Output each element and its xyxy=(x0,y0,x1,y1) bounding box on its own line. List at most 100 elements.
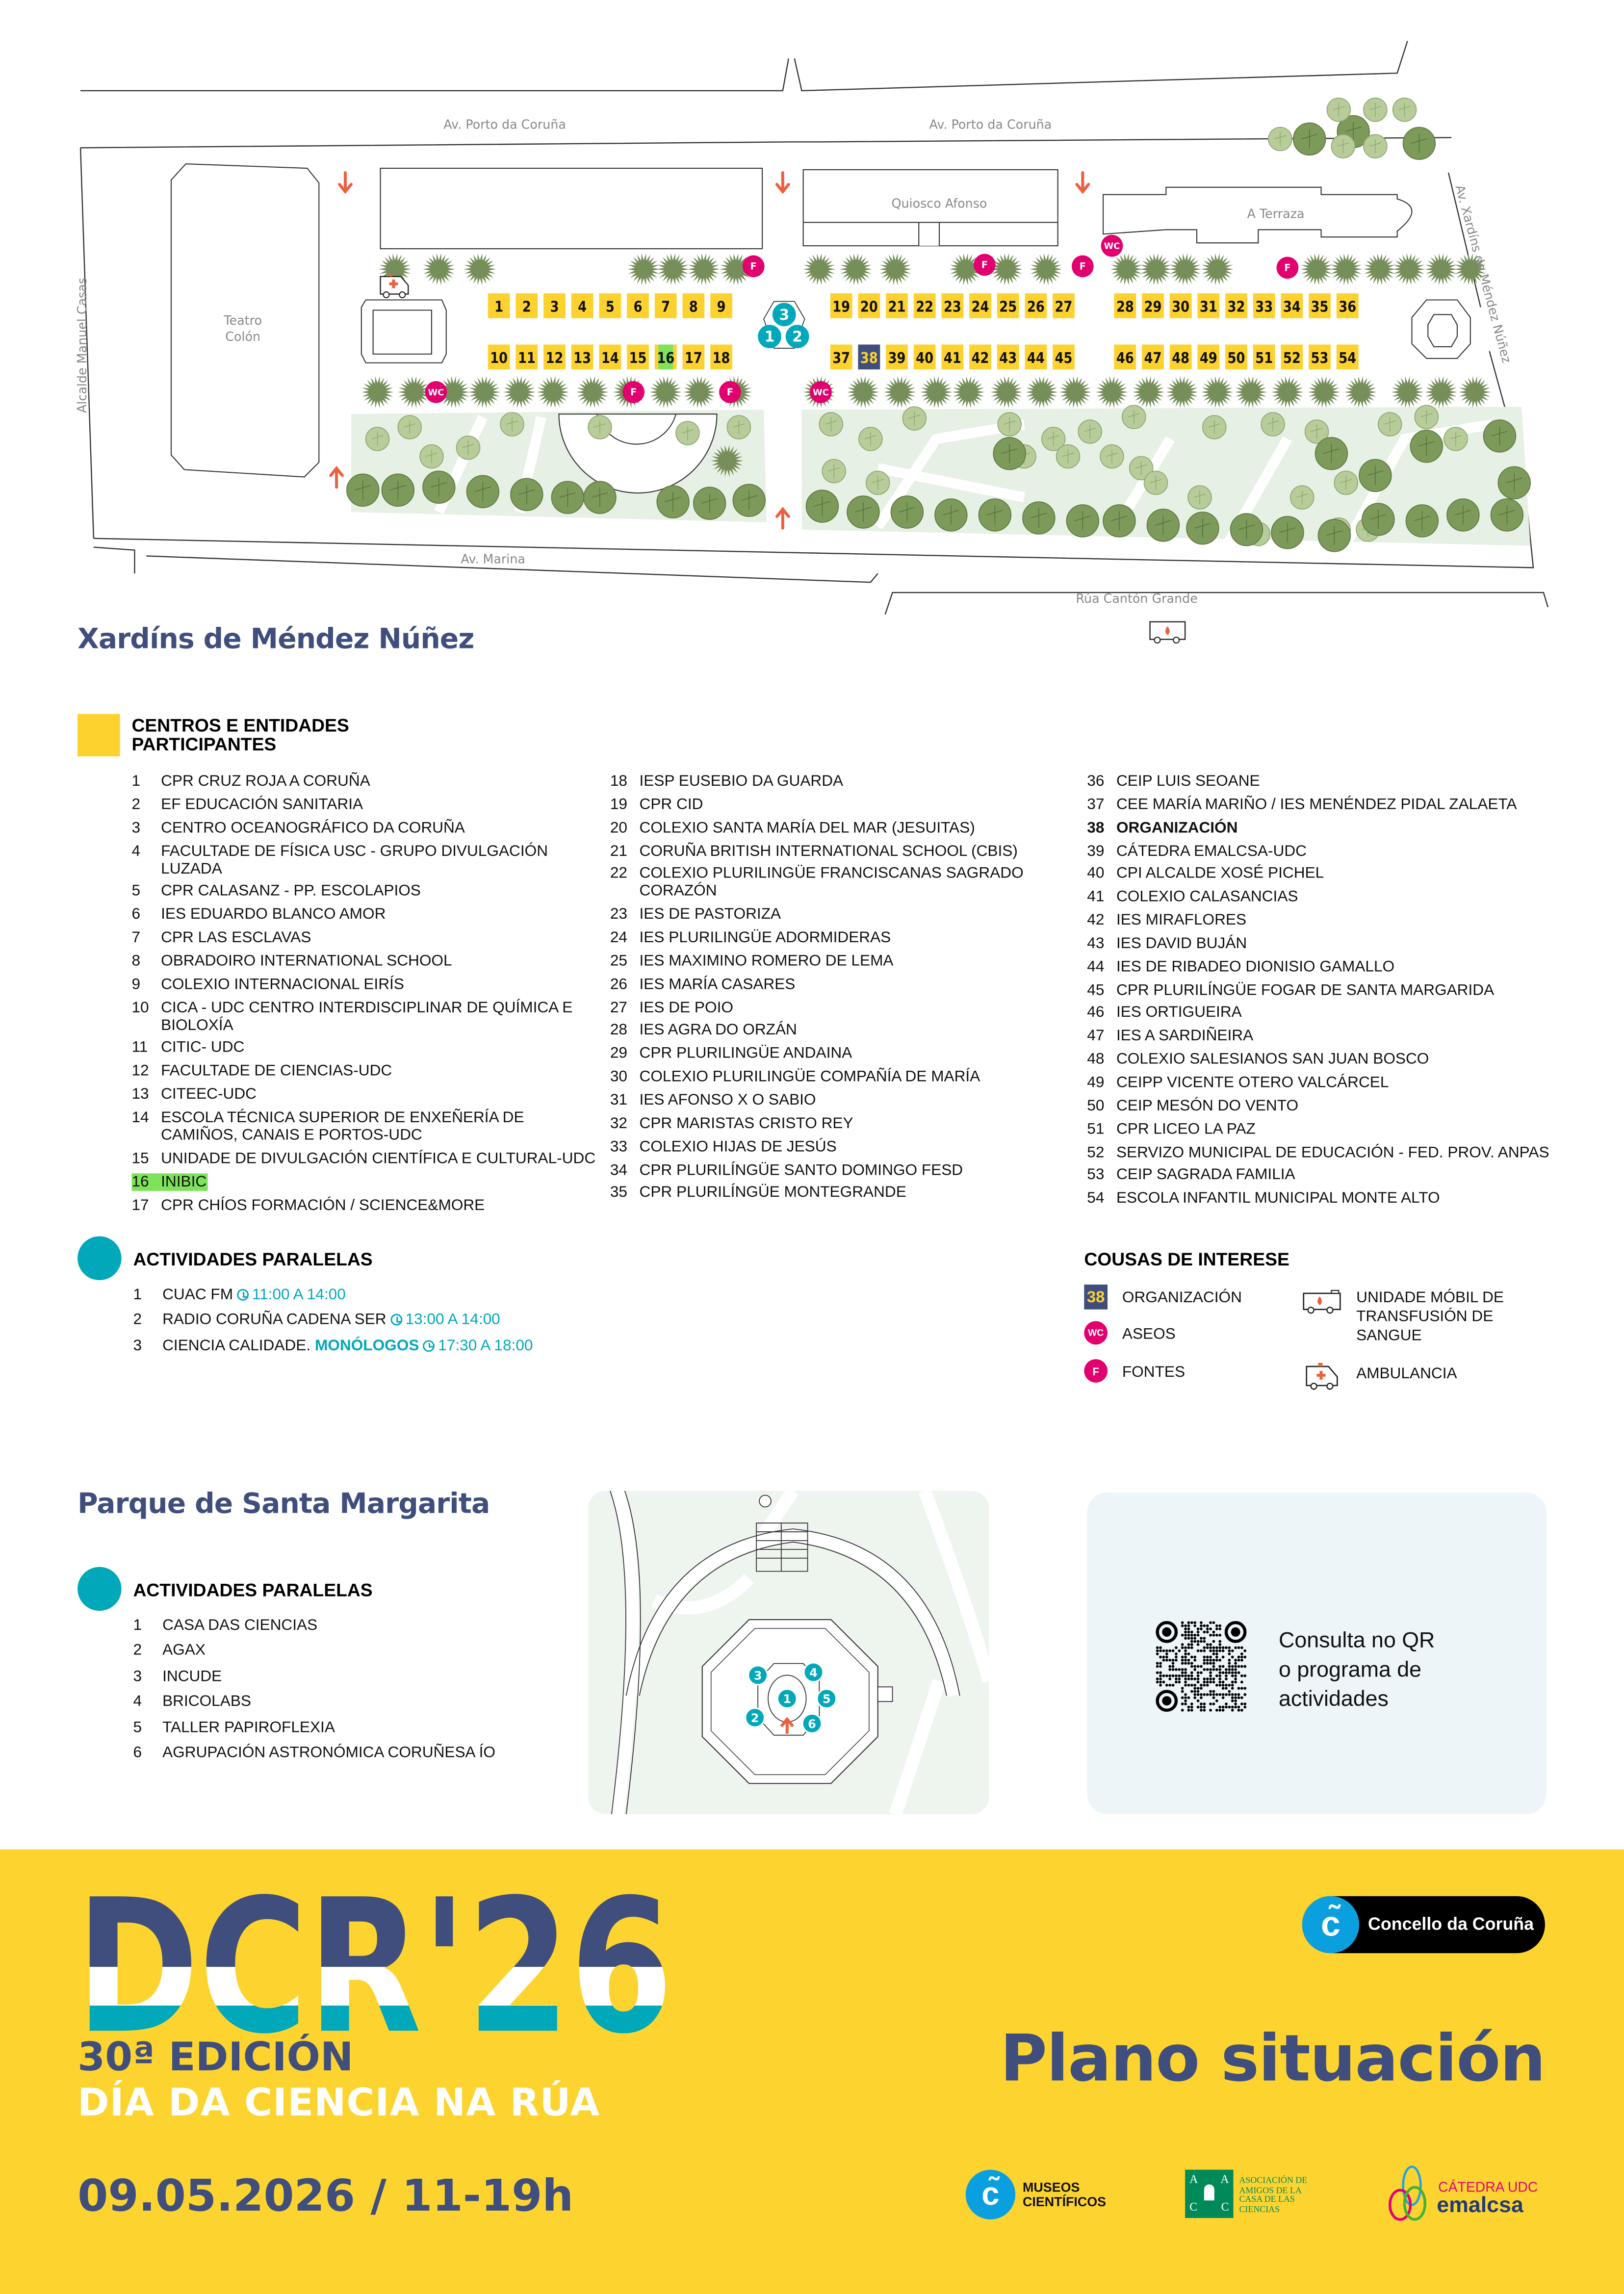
booth-52[interactable]: 52 xyxy=(1281,344,1303,370)
booth-number: 34 xyxy=(1283,298,1301,315)
booth-15[interactable]: 15 xyxy=(627,344,649,370)
wc-marker[interactable]: WC xyxy=(425,381,447,403)
booth-4[interactable]: 4 xyxy=(571,293,593,318)
booth-47[interactable]: 47 xyxy=(1142,344,1164,370)
booth-20[interactable]: 20 xyxy=(858,293,880,318)
booth-41[interactable]: 41 xyxy=(941,344,964,370)
booth-23[interactable]: 23 xyxy=(941,293,964,318)
booth-50[interactable]: 50 xyxy=(1225,344,1247,370)
booth-3[interactable]: 3 xyxy=(543,293,566,318)
wc-marker[interactable]: WC xyxy=(1101,234,1123,257)
booth-12[interactable]: 12 xyxy=(543,344,566,370)
booth-5[interactable]: 5 xyxy=(599,293,621,318)
booth-16[interactable]: 16 xyxy=(654,344,677,370)
booth-25[interactable]: 25 xyxy=(997,293,1019,318)
participant-number: 24 xyxy=(610,929,628,947)
booth-51[interactable]: 51 xyxy=(1253,344,1275,370)
booth-14[interactable]: 14 xyxy=(599,344,621,370)
booth-27[interactable]: 27 xyxy=(1053,293,1075,318)
activity-name: AGAX xyxy=(162,1642,206,1660)
logo-line: CIENTÍFICOS xyxy=(1023,2194,1107,2210)
booth-9[interactable]: 9 xyxy=(710,293,732,318)
booth-44[interactable]: 44 xyxy=(1025,344,1047,370)
activity-marker[interactable]: 4 xyxy=(803,1662,824,1683)
fountain-marker[interactable]: F xyxy=(1071,255,1094,278)
tree-icon xyxy=(675,421,700,445)
booth-8[interactable]: 8 xyxy=(682,293,705,318)
activity-marker[interactable]: 3 xyxy=(748,1665,769,1686)
booth-28[interactable]: 28 xyxy=(1114,293,1136,318)
qr-code[interactable] xyxy=(1156,1621,1247,1712)
booth-46[interactable]: 46 xyxy=(1114,344,1136,370)
booth-31[interactable]: 31 xyxy=(1197,293,1220,318)
booth-37[interactable]: 37 xyxy=(830,344,852,370)
booth-42[interactable]: 42 xyxy=(969,344,991,370)
booth-53[interactable]: 53 xyxy=(1309,344,1331,370)
booth-54[interactable]: 54 xyxy=(1336,344,1359,370)
fountain-marker[interactable]: F xyxy=(719,381,741,403)
tree-icon xyxy=(693,487,726,520)
booth-43[interactable]: 43 xyxy=(997,344,1019,370)
tree-icon xyxy=(1363,134,1388,159)
activity-marker[interactable]: 3 xyxy=(772,303,796,327)
booth-1[interactable]: 1 xyxy=(488,293,510,318)
plan-title: Plano situación xyxy=(1000,2022,1546,2097)
booth-11[interactable]: 11 xyxy=(516,344,538,370)
booth-number: 18 xyxy=(713,350,730,367)
fountain-marker[interactable]: F xyxy=(1276,257,1299,279)
booth-45[interactable]: 45 xyxy=(1053,344,1075,370)
booth-10[interactable]: 10 xyxy=(488,344,510,370)
booth-19[interactable]: 19 xyxy=(830,293,852,318)
palm-tree-icon xyxy=(1110,253,1143,285)
booth-26[interactable]: 26 xyxy=(1025,293,1047,318)
booth-38[interactable]: 38 xyxy=(858,344,880,370)
activity-marker[interactable]: 1 xyxy=(758,325,781,348)
booth-21[interactable]: 21 xyxy=(886,293,908,318)
fountain-marker[interactable]: F xyxy=(742,255,765,278)
fountain-marker-label: F xyxy=(981,259,988,270)
booth-34[interactable]: 34 xyxy=(1281,293,1303,318)
booth-40[interactable]: 40 xyxy=(913,344,936,370)
tree-icon xyxy=(1331,134,1356,159)
booth-18[interactable]: 18 xyxy=(710,344,732,370)
booth-13[interactable]: 13 xyxy=(571,344,593,370)
tree-icon xyxy=(1392,97,1417,122)
booth-35[interactable]: 35 xyxy=(1309,293,1331,318)
booth-48[interactable]: 48 xyxy=(1169,344,1192,370)
wc-marker[interactable]: WC xyxy=(810,381,832,403)
booth-29[interactable]: 29 xyxy=(1142,293,1164,318)
booth-number: 40 xyxy=(916,350,933,367)
booth-2[interactable]: 2 xyxy=(516,293,538,318)
booth-17[interactable]: 17 xyxy=(682,344,705,370)
participant-name: IES DE RIBADEO DIONISIO GAMALLO xyxy=(1116,958,1395,976)
booth-32[interactable]: 32 xyxy=(1225,293,1247,318)
activity-marker[interactable]: 2 xyxy=(785,325,809,348)
booth-39[interactable]: 39 xyxy=(886,344,908,370)
palm-tree-icon xyxy=(990,253,1023,285)
booth-30[interactable]: 30 xyxy=(1169,293,1192,318)
booth-33[interactable]: 33 xyxy=(1253,293,1275,318)
fountain-marker[interactable]: F xyxy=(974,254,996,276)
activity-marker[interactable]: 1 xyxy=(776,1688,798,1709)
activity-marker[interactable]: 2 xyxy=(745,1707,766,1728)
booth-7[interactable]: 7 xyxy=(654,293,677,318)
booth-number: 48 xyxy=(1172,350,1189,367)
participant-name: IES DAVID BUJÁN xyxy=(1116,934,1247,953)
booth-24[interactable]: 24 xyxy=(969,293,991,318)
participant-number: 32 xyxy=(610,1114,628,1133)
kiosk-building xyxy=(361,299,447,363)
activity-marker[interactable]: 5 xyxy=(816,1688,837,1709)
emalcsa-label: emalcsa xyxy=(1437,2193,1523,2218)
activity-marker[interactable]: 6 xyxy=(801,1713,823,1734)
booth-6[interactable]: 6 xyxy=(627,293,649,318)
palm-tree-icon xyxy=(847,376,879,408)
santa-margarita-map[interactable]: 12 3 4 5 6 xyxy=(588,1491,989,1814)
booth-49[interactable]: 49 xyxy=(1197,344,1220,370)
fountain-marker[interactable]: F xyxy=(622,381,644,403)
heading-line: PARTICIPANTES xyxy=(131,734,277,755)
booth-36[interactable]: 36 xyxy=(1336,293,1359,318)
booth-22[interactable]: 22 xyxy=(913,293,936,318)
